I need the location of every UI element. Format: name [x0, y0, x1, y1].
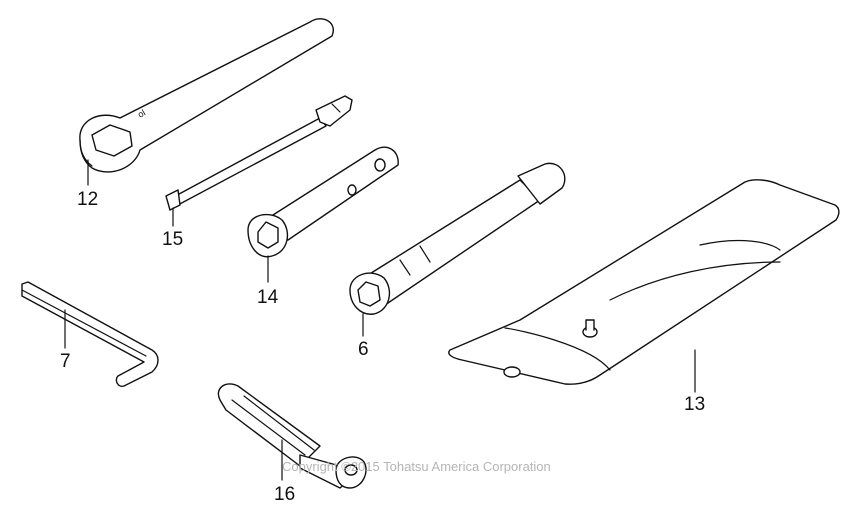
part-label-16: 16: [274, 484, 296, 505]
copyright-notice: Copyright ©2015 Tohatsu America Corporat…: [282, 459, 551, 474]
part-label-15: 15: [162, 229, 184, 250]
part-label-6: 6: [358, 339, 369, 360]
part-label-12: 12: [77, 189, 99, 210]
plug-wrench-14: [247, 146, 399, 258]
part-label-14: 14: [257, 287, 279, 308]
ring-wrench-12: ol: [79, 18, 334, 173]
tool-bag-13: [448, 179, 840, 385]
screwdriver-15: [165, 95, 353, 211]
screwdriver-grip-16: [217, 383, 367, 489]
part-label-7: 7: [60, 351, 71, 372]
hex-key-7: [21, 281, 159, 388]
box-wrench-6: [349, 162, 566, 315]
part-label-13: 13: [684, 394, 706, 415]
svg-text:ol: ol: [136, 108, 147, 120]
